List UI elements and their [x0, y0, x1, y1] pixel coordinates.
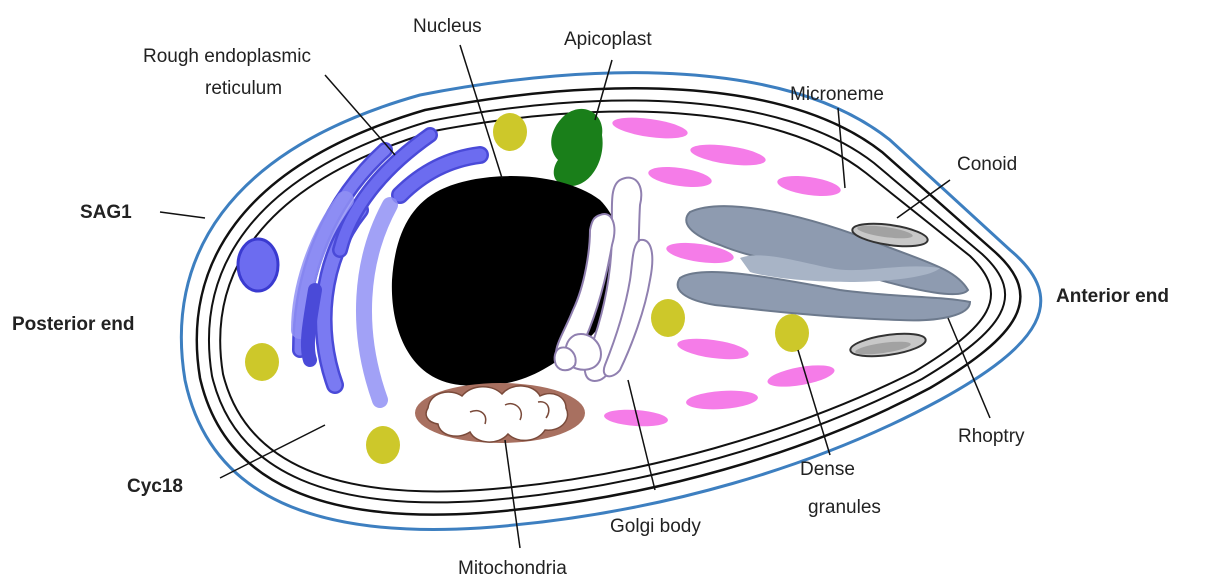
er-vesicle	[238, 239, 278, 291]
label-nucleus: Nucleus	[413, 16, 482, 37]
apicoplast	[551, 109, 602, 186]
label-dense-line1: Dense	[800, 459, 855, 480]
rhoptries	[678, 206, 970, 320]
label-mitochondria: Mitochondria	[458, 558, 567, 579]
label-cyc18: Cyc18	[127, 476, 183, 497]
label-sag1: SAG1	[80, 202, 132, 223]
label-anterior-end: Anterior end	[1056, 286, 1169, 307]
label-golgi-body: Golgi body	[610, 516, 701, 537]
label-rer-line1: Rough endoplasmic	[143, 46, 311, 67]
label-apicoplast: Apicoplast	[564, 29, 652, 50]
label-rer-line2: reticulum	[205, 78, 282, 99]
label-posterior-end: Posterior end	[12, 314, 134, 335]
label-rhoptry: Rhoptry	[958, 426, 1025, 447]
label-dense-line2: granules	[808, 497, 881, 518]
label-conoid: Conoid	[957, 154, 1017, 175]
label-microneme: Microneme	[790, 84, 884, 105]
